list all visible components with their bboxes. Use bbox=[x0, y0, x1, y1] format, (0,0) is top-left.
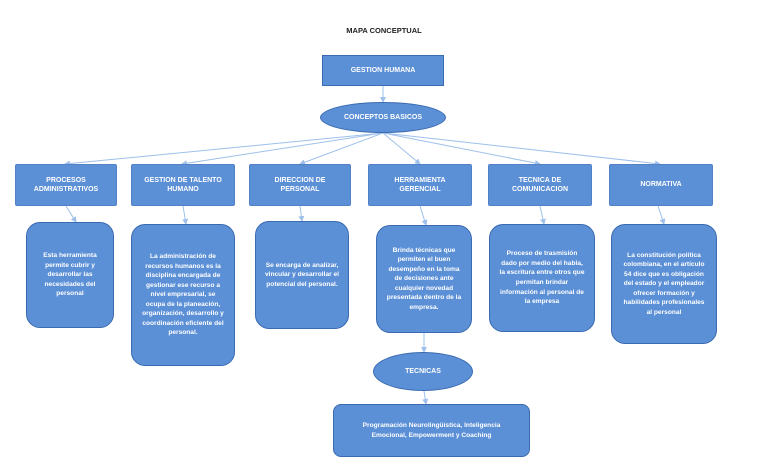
root-label: GESTION HUMANA bbox=[350, 66, 416, 74]
tecnicas-description: Programación Neurolingüística, Inteligen… bbox=[333, 404, 530, 457]
description-herramienta: Brinda técnicas que permiten el buen des… bbox=[376, 225, 472, 333]
tecnicas-ellipse: TECNICAS bbox=[373, 352, 473, 391]
concepts-ellipse: CONCEPTOS BASICOS bbox=[320, 102, 446, 133]
description-text: Esta herramienta permite cubrir y desarr… bbox=[43, 252, 97, 298]
connector-concepts-comunicacion bbox=[382, 132, 541, 166]
category-herramienta: HERRAMIENTA GERENCIAL bbox=[368, 164, 472, 206]
category-label: GESTION DE TALENTO HUMANO bbox=[144, 176, 222, 193]
connector-direccion-desc bbox=[298, 205, 305, 222]
category-label: NORMATIVA bbox=[640, 181, 682, 189]
category-talento: GESTION DE TALENTO HUMANO bbox=[131, 164, 235, 206]
connector-herramienta-desc bbox=[419, 205, 428, 226]
concepts-label: CONCEPTOS BASICOS bbox=[343, 113, 423, 121]
category-label: PROCESOS ADMINISTRATIVOS bbox=[33, 176, 99, 193]
connector-concepts-normativa bbox=[382, 132, 661, 167]
description-text: La constitución política colombiana, en … bbox=[623, 251, 705, 316]
category-direccion: DIRECCION DE PERSONAL bbox=[249, 164, 351, 206]
description-talento: La administración de recursos humanos es… bbox=[131, 224, 235, 366]
connector-normativa-desc bbox=[657, 205, 666, 225]
root-node: GESTION HUMANA bbox=[322, 55, 444, 86]
description-direccion: Se encarga de analizar, vincular y desar… bbox=[255, 221, 349, 329]
category-comunicacion: TECNICA DE COMUNICACION bbox=[488, 164, 592, 206]
connector-concepts-herramienta bbox=[382, 132, 421, 165]
category-normativa: NORMATIVA bbox=[609, 164, 713, 206]
description-text: La administración de recursos humanos es… bbox=[142, 253, 224, 337]
connector-concepts-talento bbox=[181, 132, 384, 167]
connector-tecnicas-desc bbox=[422, 390, 429, 405]
description-text: Se encarga de analizar, vincular y desar… bbox=[264, 261, 340, 288]
description-comunicacion: Proceso de trasmisión dado por medio del… bbox=[489, 224, 595, 332]
description-text: Programación Neurolingüística, Inteligen… bbox=[362, 421, 501, 439]
description-text: Brinda técnicas que permiten el buen des… bbox=[386, 246, 462, 311]
connector-concepts-procesos bbox=[64, 132, 384, 167]
category-label: DIRECCION DE PERSONAL bbox=[274, 176, 326, 193]
tecnicas-label: TECNICAS bbox=[405, 367, 441, 375]
connector-talento-desc bbox=[182, 205, 189, 225]
description-procesos: Esta herramienta permite cubrir y desarr… bbox=[26, 222, 114, 328]
page-title: MAPA CONCEPTUAL bbox=[346, 26, 422, 35]
connector-comunicacion-desc bbox=[539, 205, 546, 225]
category-label: HERRAMIENTA GERENCIAL bbox=[394, 176, 446, 193]
connector-procesos-desc bbox=[65, 205, 77, 223]
category-procesos: PROCESOS ADMINISTRATIVOS bbox=[15, 164, 117, 206]
description-normativa: La constitución política colombiana, en … bbox=[611, 224, 717, 344]
category-label: TECNICA DE COMUNICACION bbox=[512, 176, 568, 193]
description-text: Proceso de trasmisión dado por medio del… bbox=[499, 250, 585, 306]
connector-concepts-direccion bbox=[299, 132, 384, 166]
